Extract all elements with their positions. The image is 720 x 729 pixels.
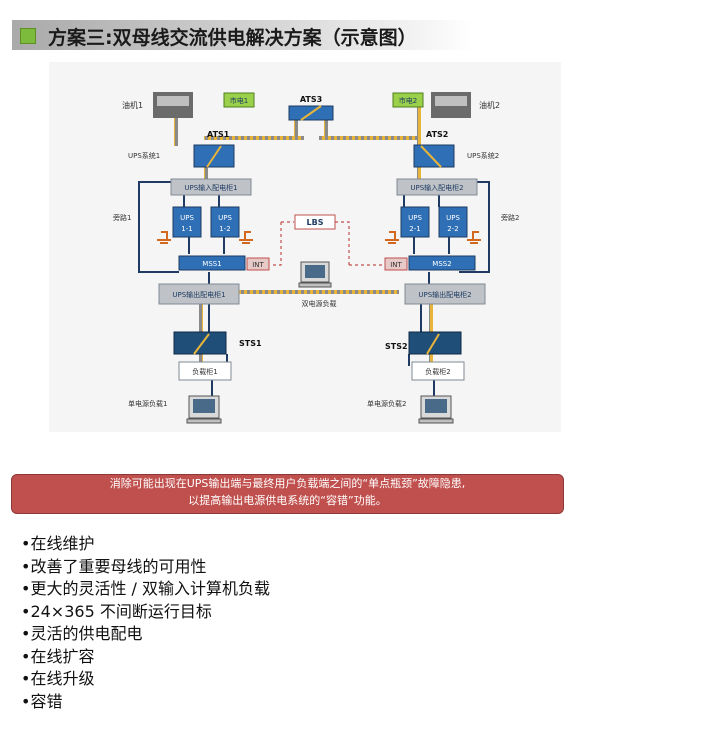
ats1-label: ATS1 — [207, 130, 230, 139]
utility1-box — [223, 92, 255, 108]
utility2-label: 市电2 — [399, 96, 417, 105]
banner-line1: 消除可能出现在UPS输出端与最终用户负载端之间的“单点瓶颈”故障隐患, — [109, 477, 466, 490]
single-load1-computer-icon — [186, 395, 222, 424]
feature-item: •在线升级 — [21, 669, 95, 688]
ats3-label: ATS3 — [300, 95, 322, 104]
utility2-box — [392, 92, 424, 108]
feature-item: •改善了重要母线的可用性 — [21, 556, 207, 576]
svg-text:1-2: 1-2 — [219, 225, 230, 233]
generator2-label: 油机2 — [479, 100, 500, 110]
ats3-switch — [300, 105, 322, 121]
generator2 — [431, 92, 471, 118]
svg-text:2-1: 2-1 — [409, 225, 420, 233]
banner-line2: 以提高输出电源供电系统的“容错”功能。 — [188, 494, 387, 507]
ups-unit-2-2: UPS 2-2 — [438, 206, 468, 238]
int-right-label: INT — [390, 261, 402, 269]
dual-load-computer-icon — [298, 261, 332, 288]
ups-system1-label: UPS系统1 — [128, 151, 160, 160]
ups-unit-1-1: UPS 1-1 — [172, 206, 202, 238]
feature-item: •灵活的供电配电 — [21, 624, 143, 643]
lbs-label: LBS — [307, 218, 324, 227]
mss2-label: MSS2 — [432, 260, 451, 268]
svg-text:1-1: 1-1 — [181, 225, 192, 233]
ups-unit-2-1: UPS 2-1 — [400, 206, 430, 238]
bypass2-label: 旁路2 — [501, 213, 519, 222]
ground-icons — [157, 231, 481, 244]
load-cabinet1-label: 负载柜1 — [192, 367, 217, 376]
ups-input-cabinet1 — [170, 178, 252, 196]
feature-item: •在线扩容 — [21, 646, 95, 666]
svg-text:UPS: UPS — [180, 214, 194, 222]
int-left-label: INT — [252, 261, 264, 269]
ats1-switch — [206, 145, 222, 168]
ups-input-cabinet1-label: UPS输入配电柜1 — [184, 183, 237, 192]
sts1-label: STS1 — [239, 339, 262, 348]
load-cabinet2 — [411, 361, 465, 381]
page-title: 方案三:双母线交流供电解决方案（示意图） — [48, 27, 417, 49]
int-left-box — [246, 257, 270, 271]
sts2-label: STS2 — [385, 342, 408, 351]
feature-item: •容错 — [21, 691, 63, 711]
load-cabinet1 — [178, 361, 232, 381]
ups-system2-label: UPS系统2 — [467, 151, 499, 160]
dual-load-label: 双电源负载 — [302, 299, 337, 308]
title-bar: 方案三:双母线交流供电解决方案（示意图） — [12, 20, 474, 50]
feature-list: •在线维护 •改善了重要母线的可用性 •更大的灵活性 / 双输入计算机负载 •2… — [21, 533, 270, 713]
ups-unit-1-2: UPS 1-2 — [210, 206, 240, 238]
single-load2-computer-icon — [418, 395, 454, 424]
svg-text:UPS: UPS — [218, 214, 232, 222]
mss2-bar — [408, 255, 476, 271]
ups-output-cabinet1 — [158, 283, 240, 305]
sts1-switch — [193, 333, 210, 355]
bypass1-label: 旁路1 — [113, 213, 131, 222]
mss1-label: MSS1 — [202, 260, 221, 268]
ats2-box — [413, 144, 455, 168]
ups-input-cabinet2 — [396, 178, 478, 196]
feature-item: •在线维护 — [21, 534, 95, 553]
utility1-label: 市电1 — [230, 96, 248, 105]
ats2-switch — [420, 145, 442, 168]
single-load2-label: 单电源负载2 — [367, 399, 406, 408]
single-load1-label: 单电源负载1 — [128, 399, 167, 408]
generator1 — [153, 92, 193, 118]
bus-lines — [174, 102, 433, 368]
sts2-switch — [426, 333, 440, 355]
ups-output-cabinet2-label: UPS输出配电柜2 — [418, 290, 471, 299]
title-bullet-icon — [20, 28, 36, 44]
mss1-bar — [178, 255, 246, 271]
control-links — [271, 221, 385, 266]
feature-item: •24×365 不间断运行目标 — [21, 601, 212, 621]
ats2-label: ATS2 — [426, 130, 448, 139]
svg-text:UPS: UPS — [408, 214, 422, 222]
ups-output-cabinet1-label: UPS输出配电柜1 — [172, 290, 225, 299]
ups-output-cabinet2 — [404, 283, 486, 305]
power-diagram: 油机1 油机2 市电1 市电2 ATS3 ATS1 UPS系统1 ATS2 UP… — [49, 62, 561, 432]
sts1-box — [173, 331, 227, 355]
info-banner: 消除可能出现在UPS输出端与最终用户负载端之间的“单点瓶颈”故障隐患, 以提高输… — [11, 474, 564, 514]
svg-text:2-2: 2-2 — [447, 225, 458, 233]
lbs-box — [294, 214, 336, 230]
feature-item: •更大的灵活性 / 双输入计算机负载 — [21, 579, 271, 598]
power-diagram-svg: 油机1 油机2 市电1 市电2 ATS3 ATS1 UPS系统1 ATS2 UP… — [113, 92, 519, 424]
int-right-box — [384, 257, 408, 271]
svg-text:UPS: UPS — [446, 214, 460, 222]
sts2-box — [408, 331, 462, 355]
load-cabinet2-label: 负载柜2 — [425, 367, 450, 376]
ups-input-cabinet2-label: UPS输入配电柜2 — [410, 183, 463, 192]
generator1-label: 油机1 — [122, 100, 143, 110]
